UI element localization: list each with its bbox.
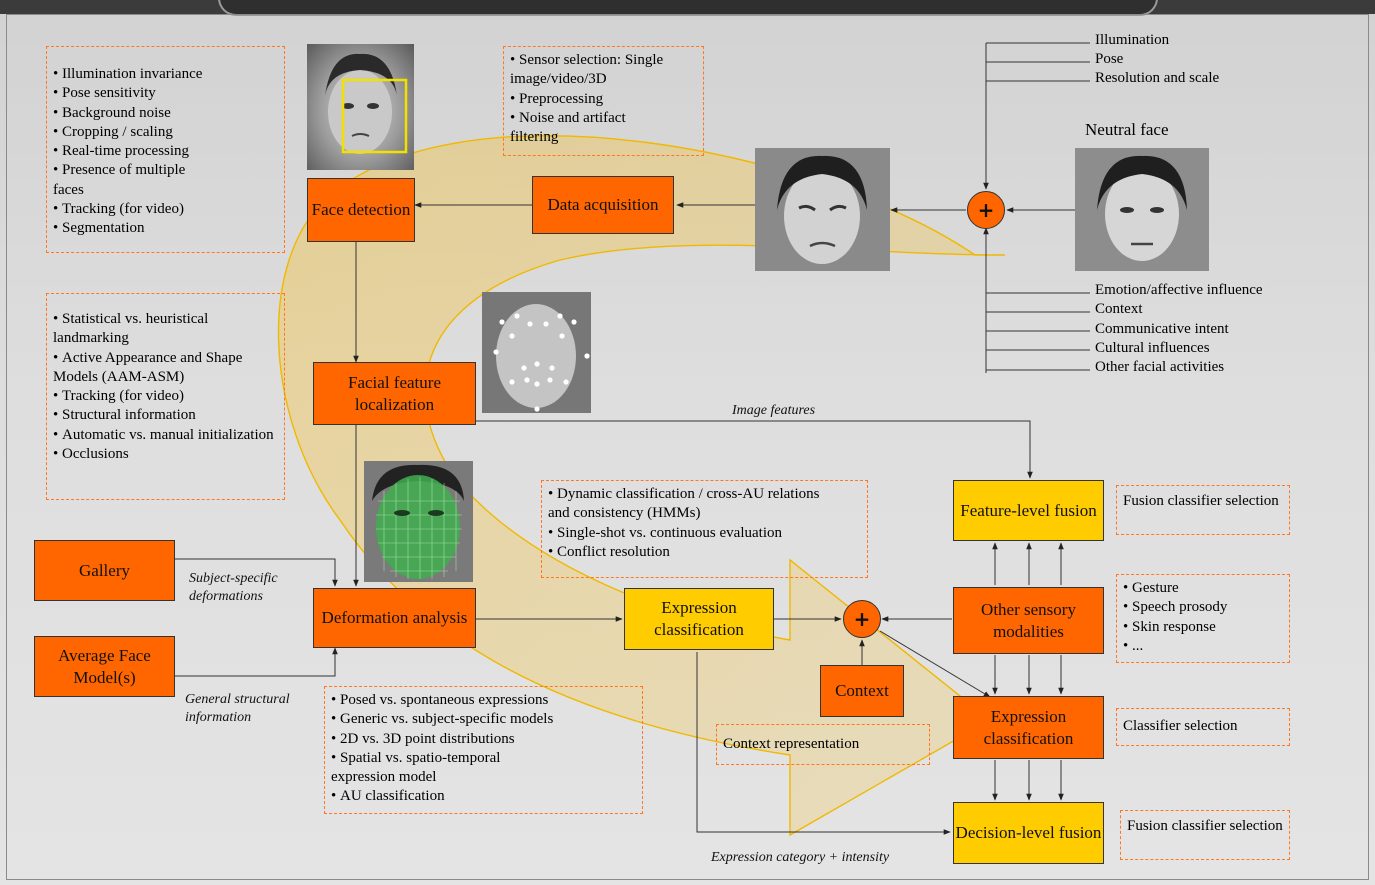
feature-localization-issues-note: Statistical vs. heuristical landmarking … <box>46 293 285 500</box>
note-item: Tracking (for video) <box>53 200 278 219</box>
gallery-label: Gallery <box>79 560 130 580</box>
expression-classification-right-block[interactable]: Expression classification <box>953 696 1104 759</box>
feature-level-fusion-label: Feature-level fusion <box>960 500 1097 520</box>
gallery-block[interactable]: Gallery <box>34 540 175 601</box>
sad-face-photo <box>755 148 890 271</box>
deformation-analysis-label: Deformation analysis <box>321 608 468 627</box>
note-item: Cropping / scaling <box>53 123 278 142</box>
note-item: Real-time processing <box>53 142 278 161</box>
other-sensory-modalities-label: Other sensory modalities <box>981 599 1076 641</box>
variation-factor-label: Resolution and scale <box>1095 70 1220 86</box>
data-acquisition-block[interactable]: Data acquisition <box>532 176 674 234</box>
note-item: ... <box>1123 637 1283 656</box>
note-item: Segmentation <box>53 219 278 238</box>
average-face-model-block[interactable]: Average Face Model(s) <box>34 636 175 697</box>
note-item: Posed vs. spontaneous expressions <box>331 691 636 710</box>
data-acquisition-label: Data acquisition <box>547 195 659 214</box>
context-representation-text: Context representation <box>723 736 860 752</box>
modalities-note: Gesture Speech prosody Skin response ... <box>1116 574 1290 663</box>
note-item: Dynamic classification / cross-AU relati… <box>548 485 838 524</box>
mesh-face-photo <box>364 461 473 582</box>
expression-classification-center-block[interactable]: Expression classification <box>624 588 774 650</box>
variation-factor-label: Pose <box>1095 51 1124 67</box>
note-item: Gesture <box>1123 579 1283 598</box>
image-features-label: Image features <box>732 403 816 418</box>
note-item: Noise and artifact filtering <box>510 109 660 148</box>
context-label: Context <box>835 681 889 700</box>
general-structural-information-label: General structural information <box>185 692 290 725</box>
subject-specific-deformations-label: Subject-specific deformations <box>189 571 278 604</box>
neutral-face-photo <box>1075 148 1209 271</box>
sum-node-bottom-symbol: + <box>853 607 871 631</box>
note-item: Structural information <box>53 406 278 425</box>
data-acquisition-issues-note: Sensor selection: Single image/video/3D … <box>503 46 704 156</box>
face-detection-issues-note: Illumination invariance Pose sensitivity… <box>46 46 285 253</box>
expression-classification-right-label: Expression classification <box>983 706 1074 748</box>
sum-node-top-symbol: + <box>977 198 995 222</box>
deformation-analysis-block[interactable]: Deformation analysis <box>313 588 476 648</box>
note-item: Occlusions <box>53 445 278 464</box>
note-item: Spatial vs. spatio-temporal expression m… <box>331 749 551 788</box>
facial-feature-localization-label: Facial feature localization <box>348 372 441 414</box>
fusion-classifier-selection-top-note: Fusion classifier selection <box>1116 485 1290 535</box>
face-detection-label: Face detection <box>311 200 411 219</box>
note-item: Single-shot vs. continuous evaluation <box>548 524 861 543</box>
deformation-issues-note: Posed vs. spontaneous expressions Generi… <box>324 686 643 814</box>
note-item: Generic vs. subject-specific models <box>331 710 636 729</box>
sum-node-top: + <box>967 191 1005 229</box>
facial-feature-localization-block[interactable]: Facial feature localization <box>313 362 476 425</box>
classification-issues-note: Dynamic classification / cross-AU relati… <box>541 480 868 578</box>
variation-factor-label: Emotion/affective influence <box>1095 282 1263 298</box>
note-item: Conflict resolution <box>548 543 861 562</box>
note-item: Statistical vs. heuristical landmarking <box>53 310 278 349</box>
decision-level-fusion-block[interactable]: Decision-level fusion <box>953 802 1104 864</box>
fusion-classifier-selection-bottom-note: Fusion classifier selection <box>1120 810 1290 860</box>
note-item: Automatic vs. manual initialization <box>53 426 278 445</box>
note-item: Illumination invariance <box>53 65 278 84</box>
variation-factor-label: Communicative intent <box>1095 321 1229 337</box>
context-block[interactable]: Context <box>820 665 904 717</box>
feature-level-fusion-block[interactable]: Feature-level fusion <box>953 480 1104 541</box>
average-face-model-label: Average Face Model(s) <box>58 645 151 687</box>
neutral-face-label: Neutral face <box>1085 120 1169 139</box>
note-item: Preprocessing <box>510 90 697 109</box>
classifier-selection-note: Classifier selection <box>1116 708 1290 746</box>
note-item: Background noise <box>53 104 278 123</box>
variation-factor-label: Other facial activities <box>1095 359 1225 375</box>
face-detection-photo <box>307 44 414 170</box>
fusion-classifier-selection-bottom-text: Fusion classifier selection <box>1127 818 1283 834</box>
fusion-classifier-selection-top-text: Fusion classifier selection <box>1123 493 1279 509</box>
note-item: Tracking (for video) <box>53 387 278 406</box>
window-top-bar <box>0 0 1375 16</box>
context-representation-note: Context representation <box>716 724 930 765</box>
note-item: Presence of multiple faces <box>53 161 203 200</box>
note-item: Sensor selection: Single image/video/3D <box>510 51 680 90</box>
expression-classification-center-label: Expression classification <box>654 598 744 639</box>
other-sensory-modalities-block[interactable]: Other sensory modalities <box>953 587 1104 654</box>
note-item: Skin response <box>1123 618 1283 637</box>
sum-node-bottom: + <box>843 600 881 638</box>
note-item: 2D vs. 3D point distributions <box>331 730 636 749</box>
note-item: Active Appearance and Shape Models (AAM-… <box>53 349 278 388</box>
note-item: Speech prosody <box>1123 598 1283 617</box>
variation-factor-label: Illumination <box>1095 32 1170 48</box>
classifier-selection-text: Classifier selection <box>1123 718 1238 734</box>
expression-category-intensity-label: Expression category + intensity <box>711 850 890 865</box>
decision-level-fusion-label: Decision-level fusion <box>955 823 1102 842</box>
variation-factor-label: Context <box>1095 301 1143 317</box>
face-detection-block[interactable]: Face detection <box>307 178 415 242</box>
landmarked-face-photo <box>482 292 591 413</box>
note-item: AU classification <box>331 787 636 806</box>
variation-factor-label: Cultural influences <box>1095 340 1210 356</box>
note-item: Pose sensitivity <box>53 84 278 103</box>
